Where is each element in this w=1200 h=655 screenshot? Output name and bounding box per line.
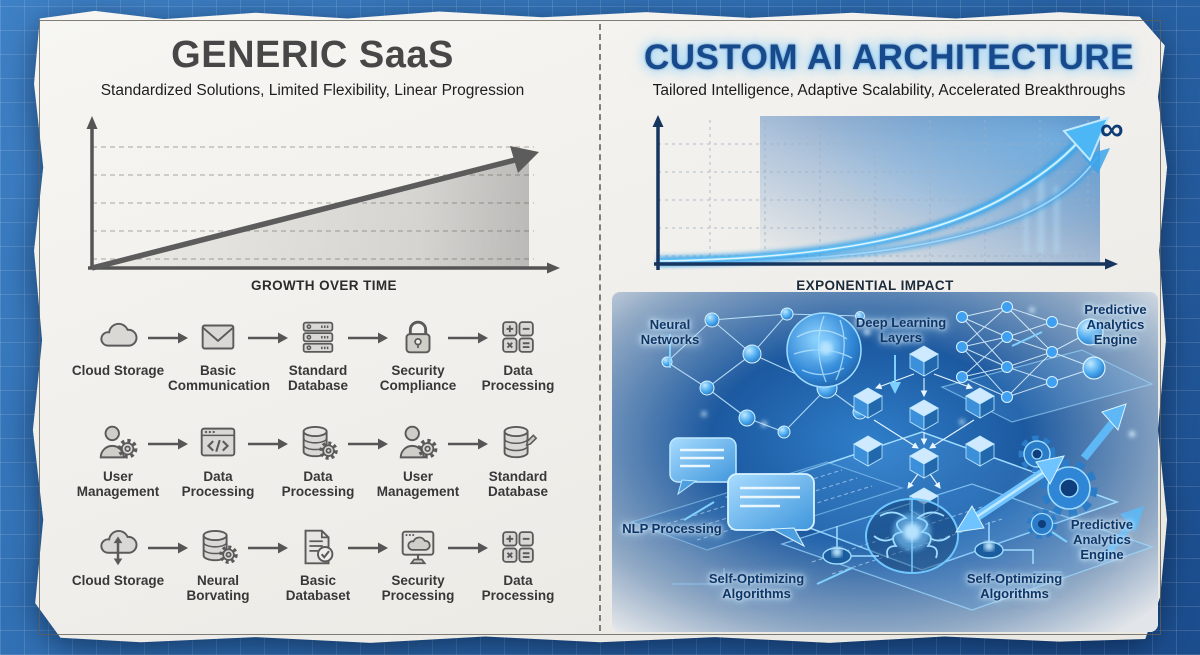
label-self-optimizing-right: Self-Optimizing Algorithms xyxy=(966,571,1063,601)
saas-flow-row-1: Cloud Storage Basic Communication Standa… xyxy=(68,314,568,414)
flow-step-label: Security Processing xyxy=(381,573,455,604)
left-chart-caption: GROWTH OVER TIME xyxy=(251,278,397,293)
calculator-icon xyxy=(495,314,541,360)
right-panel-subtitle: Tailored Intelligence, Adaptive Scalabil… xyxy=(652,82,1126,99)
flow-step: Data Processing xyxy=(468,314,568,393)
label-predictive-analytics-right: Predictive Analytics Engine xyxy=(1070,517,1134,562)
flow-step-label: Basic Communication xyxy=(168,363,271,394)
iso-cube xyxy=(909,345,939,377)
flow-step: Data Processing xyxy=(468,524,568,603)
flow-step-label: Data Processing xyxy=(181,469,255,500)
flow-step: User Management xyxy=(368,420,468,499)
flow-step: Security Compliance xyxy=(368,314,468,393)
left-panel-subtitle: Standardized Solutions, Limited Flexibil… xyxy=(100,82,525,99)
user-gear-icon xyxy=(95,420,141,466)
database-gear-icon xyxy=(295,420,341,466)
flow-step: Data Processing xyxy=(268,420,368,499)
flow-arrows xyxy=(955,403,1144,563)
flow-step: User Management xyxy=(68,420,168,499)
infinity-symbol: ∞ xyxy=(1100,110,1124,147)
ai-architecture-illustration xyxy=(612,292,1158,632)
flow-step: Security Processing xyxy=(368,524,468,603)
flow-step-label: Standard Database xyxy=(487,469,549,500)
document-check-icon xyxy=(295,524,341,570)
right-panel-title: CUSTOM AI ARCHITECTURE xyxy=(644,38,1134,77)
right-chart-caption: EXPONENTIAL IMPACT xyxy=(796,278,954,293)
flow-step-label: Cloud Storage xyxy=(71,573,165,588)
left-panel-title: GENERIC SaaS xyxy=(171,34,454,76)
chat-bubbles xyxy=(669,437,815,548)
server-stack-icon xyxy=(295,314,341,360)
flow-step: Cloud Storage xyxy=(68,524,168,588)
flow-step-label: User Management xyxy=(376,469,460,500)
label-nlp-processing: NLP Processing xyxy=(622,521,722,536)
flow-step-label: Neural Borvating xyxy=(186,573,250,604)
trend-arrowhead xyxy=(510,146,539,173)
cloud-icon xyxy=(95,314,141,360)
label-deep-learning-layers: Deep Learning Layers xyxy=(855,315,947,345)
saas-flow-row-2: User Management Data Processing Data Pro… xyxy=(68,420,568,520)
flow-step-label: Cloud Storage xyxy=(71,363,165,378)
flow-step-label: Data Processing xyxy=(281,469,355,500)
exponential-impact-chart xyxy=(652,115,1118,270)
flow-step: Neural Borvating xyxy=(168,524,268,603)
flow-step-label: User Management xyxy=(76,469,160,500)
flow-step: Cloud Storage xyxy=(68,314,168,378)
code-window-icon xyxy=(195,420,241,466)
flow-step: Data Processing xyxy=(168,420,268,499)
flow-step-label: Basic Databaset xyxy=(285,573,351,604)
label-self-optimizing-left: Self-Optimizing Algorithms xyxy=(708,571,805,601)
envelope-icon xyxy=(195,314,241,360)
flow-step: Basic Communication xyxy=(168,314,271,394)
flow-step-label: Data Processing xyxy=(481,573,555,604)
flow-step-label: Data Processing xyxy=(481,363,555,394)
cloud-sync-icon xyxy=(95,524,141,570)
flow-step: Standard Database xyxy=(268,314,368,393)
flow-step: Standard Database xyxy=(468,420,568,499)
flow-step: Basic Databaset xyxy=(268,524,368,603)
user-gear-icon xyxy=(395,420,441,466)
linear-trend-line xyxy=(91,156,520,271)
flow-step-label: Standard Database xyxy=(287,363,349,394)
brain xyxy=(865,498,959,574)
center-dashed-divider xyxy=(599,24,601,631)
database-edit-icon xyxy=(495,420,541,466)
label-predictive-analytics-top: Predictive Analytics Engine xyxy=(1084,302,1147,347)
label-neural-networks: Neural Networks xyxy=(640,317,700,347)
monitor-cloud-icon xyxy=(395,524,441,570)
saas-flow-row-3: Cloud Storage Neural Borvating Basic Dat… xyxy=(68,524,568,624)
calculator-icon xyxy=(495,524,541,570)
padlock-icon xyxy=(395,314,441,360)
linear-growth-chart xyxy=(86,116,560,274)
flow-step-label: Security Compliance xyxy=(379,363,457,394)
curve-arrowhead xyxy=(1062,116,1110,162)
database-gear-icon xyxy=(195,524,241,570)
